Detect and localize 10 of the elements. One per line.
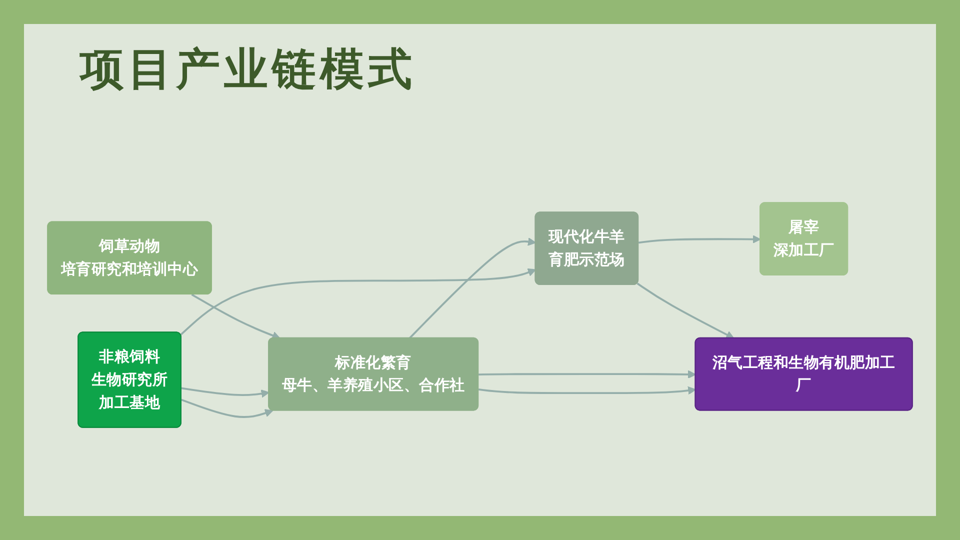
arrow xyxy=(181,398,274,418)
arrow xyxy=(408,238,536,339)
title: 项目产业链模式 xyxy=(80,43,416,97)
arrow xyxy=(636,282,734,339)
arrow xyxy=(478,386,696,395)
arrow xyxy=(638,235,761,244)
arrow xyxy=(180,268,536,336)
arrow xyxy=(191,294,280,340)
arrow xyxy=(478,370,696,379)
arrow xyxy=(181,387,270,398)
